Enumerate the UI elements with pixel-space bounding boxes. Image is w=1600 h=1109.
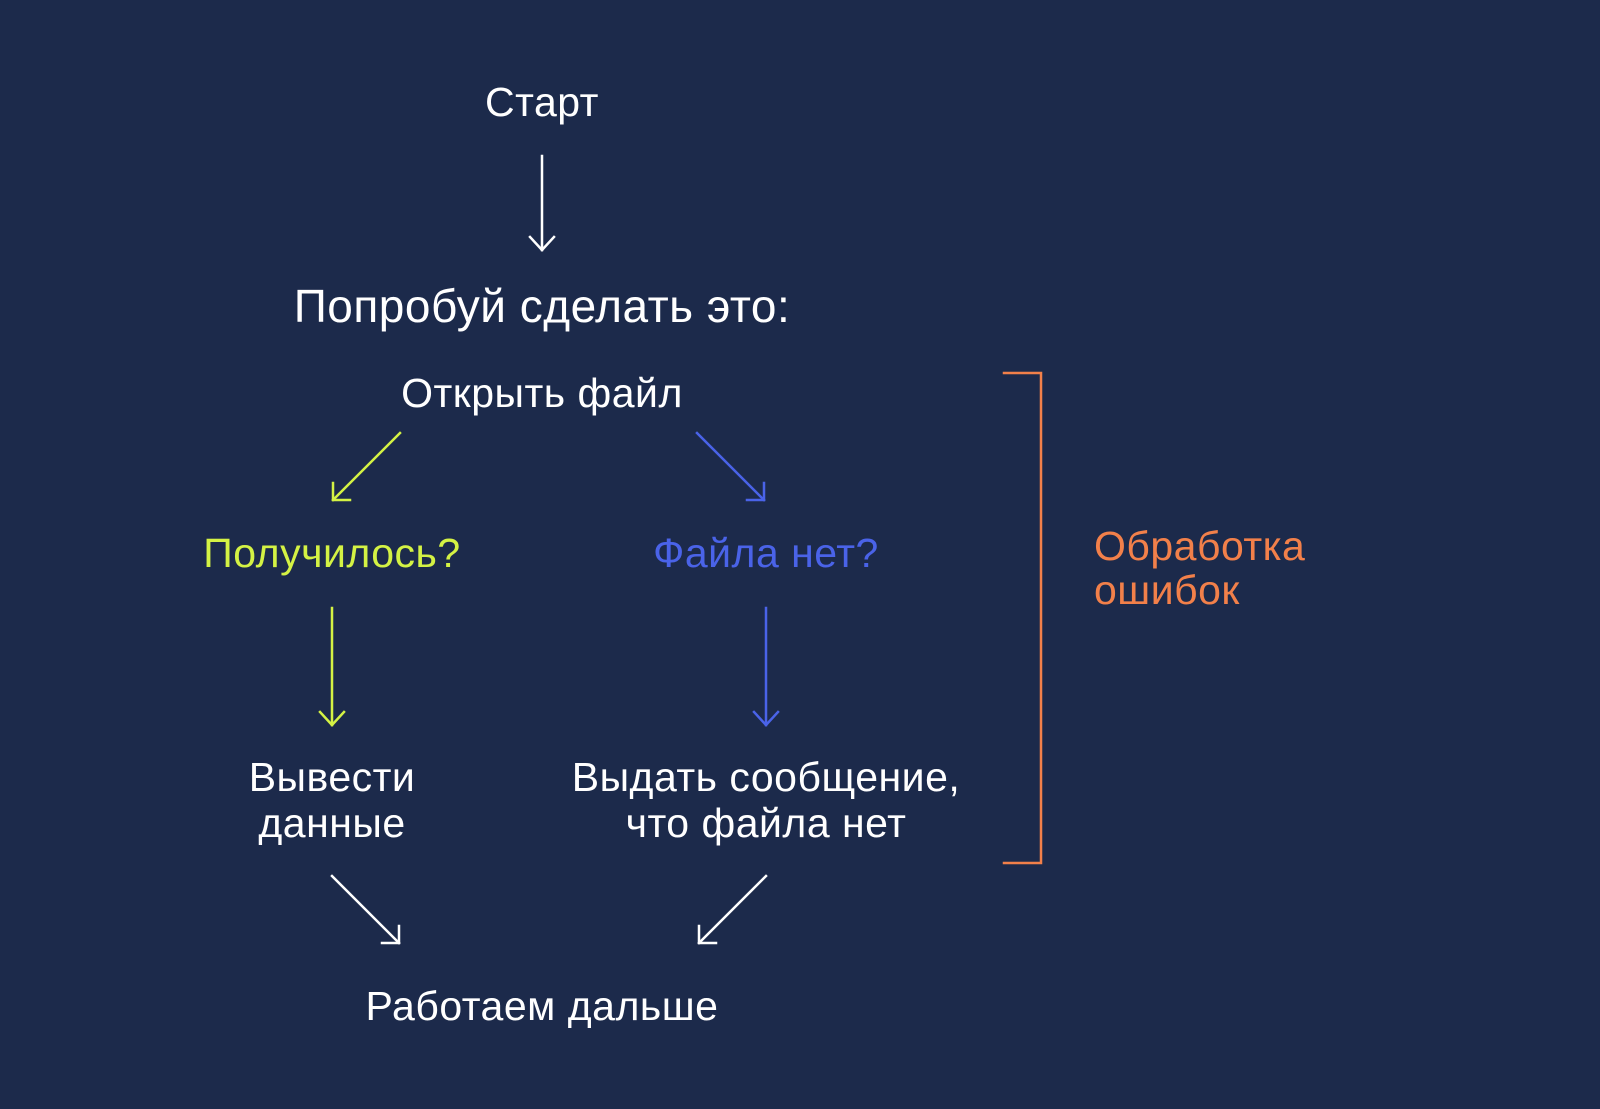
error-handling-label-line: ошибок [1094, 567, 1240, 613]
node-continue: Работаем дальше [365, 983, 719, 1029]
arrow-no-file-to-message [752, 606, 780, 727]
node-success: Получилось? [203, 530, 461, 576]
node-output-data-line: Вывести [248, 754, 416, 800]
node-start: Старт [485, 79, 599, 125]
error-handling-label-line: Обработка [1094, 523, 1306, 569]
node-message: Выдать сообщение, что файла нет [572, 754, 961, 846]
arrow-output-to-continue [330, 874, 401, 945]
error-handling-bracket [1002, 371, 1043, 865]
node-message-line: Выдать сообщение, [571, 754, 961, 800]
node-open-file: Открыть файл [401, 370, 683, 416]
arrow-start-to-try [528, 154, 556, 252]
node-no-file: Файла нет? [653, 530, 879, 576]
node-output-data: Вывести данные [249, 754, 416, 846]
node-try: Попробуй сделать это: [293, 280, 791, 332]
arrow-message-to-continue [697, 874, 768, 945]
node-output-data-line: данные [258, 800, 406, 846]
arrow-open-to-no-file [695, 431, 766, 502]
arrow-open-to-success [331, 431, 402, 502]
node-message-line: что файла нет [625, 800, 907, 846]
error-handling-label: Обработка ошибок [1094, 524, 1305, 612]
arrow-success-to-output [318, 606, 346, 727]
